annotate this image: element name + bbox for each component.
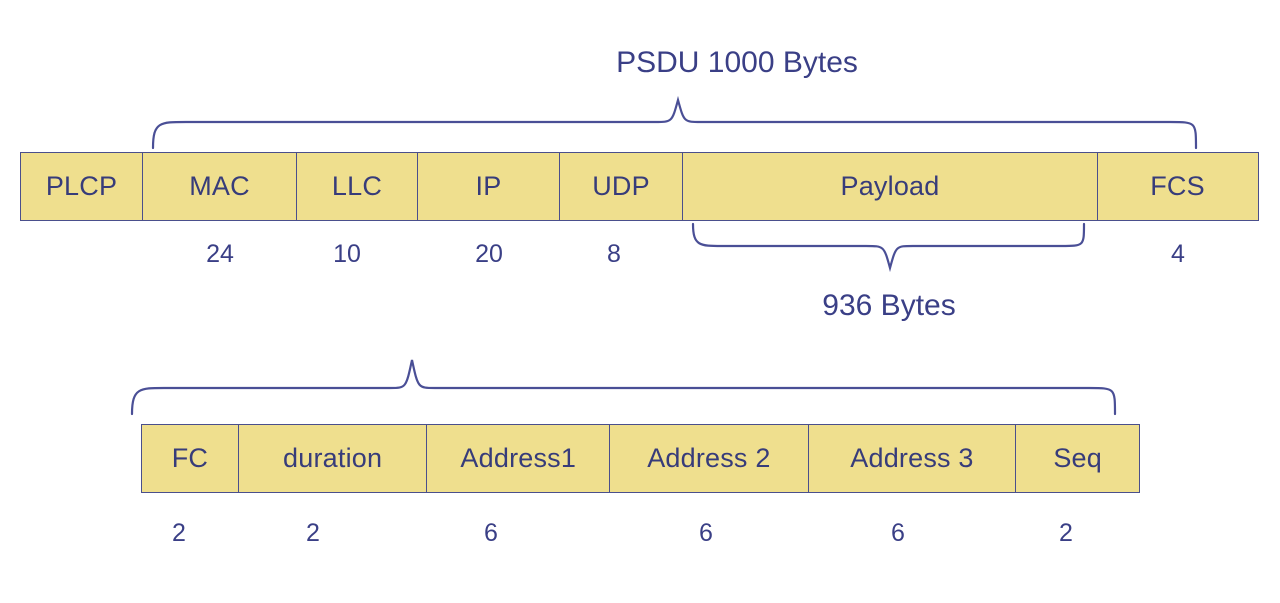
frame-cell-llc[interactable]: LLC: [297, 153, 418, 220]
frame-size-llc: 10: [333, 240, 361, 268]
frame-cell-payload[interactable]: Payload: [683, 153, 1098, 220]
mac-size-address3: 6: [891, 519, 905, 547]
mac-cell-address2[interactable]: Address 2: [610, 425, 809, 492]
frame-cell-mac[interactable]: MAC: [143, 153, 297, 220]
mac-cell-address1[interactable]: Address1: [427, 425, 611, 492]
payload-size-caption: 936 Bytes: [822, 289, 956, 322]
mac-size-fc: 2: [172, 519, 186, 547]
mac-cell-address3[interactable]: Address 3: [808, 425, 1017, 492]
mac-size-address2: 6: [699, 519, 713, 547]
frame-cell-plcp[interactable]: PLCP: [21, 153, 143, 220]
frame-size-mac: 24: [206, 240, 234, 268]
mac-size-seq: 2: [1059, 519, 1073, 547]
frame-cell-udp[interactable]: UDP: [560, 153, 683, 220]
payload-brace: [691, 222, 1086, 273]
frame-size-ip: 20: [475, 240, 503, 268]
frame-cell-fcs[interactable]: FCS: [1098, 153, 1257, 220]
frame-size-udp: 8: [607, 240, 621, 268]
mac-header-brace: [130, 359, 1117, 416]
psdu-caption: PSDU 1000 Bytes: [616, 46, 858, 79]
mac-cell-duration[interactable]: duration: [238, 425, 428, 492]
mac-header-row: FC duration Address1 Address 2 Address 3…: [141, 424, 1140, 493]
frame-size-fcs: 4: [1171, 240, 1185, 268]
mac-size-duration: 2: [306, 519, 320, 547]
mac-size-address1: 6: [484, 519, 498, 547]
mac-cell-fc[interactable]: FC: [142, 425, 239, 492]
psdu-brace: [151, 95, 1198, 150]
mac-cell-seq[interactable]: Seq: [1016, 425, 1140, 492]
frame-cell-ip[interactable]: IP: [418, 153, 560, 220]
packet-frame-row: PLCP MAC LLC IP UDP Payload FCS: [20, 152, 1259, 221]
